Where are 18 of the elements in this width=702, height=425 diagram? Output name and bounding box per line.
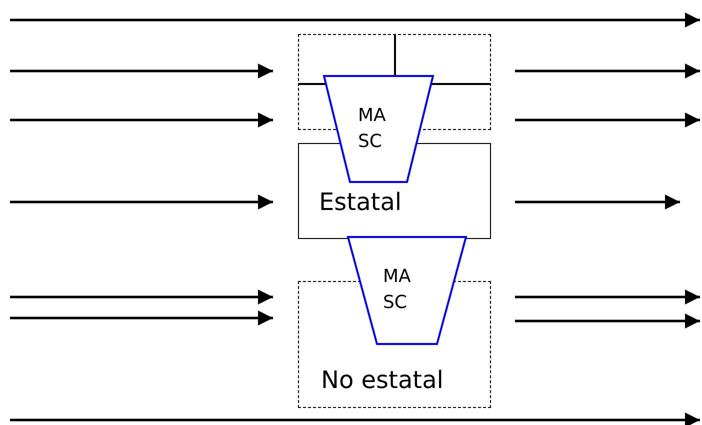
- arrow: [515, 64, 700, 78]
- arrow: [515, 314, 700, 328]
- box-label: No estatal: [321, 366, 444, 394]
- shape-label: MA SC: [358, 104, 387, 154]
- trapezoid-shape: [347, 236, 467, 345]
- arrow: [10, 112, 273, 128]
- dashed-box: [298, 281, 491, 408]
- shape-label: MA SC: [383, 265, 412, 315]
- arrow: [515, 112, 700, 128]
- box-label: Estatal: [319, 188, 402, 216]
- arrow: [10, 290, 273, 304]
- connector-line: [394, 35, 396, 75]
- trapezoid-shape: [323, 75, 434, 183]
- arrow: [10, 194, 273, 210]
- arrow: [10, 64, 273, 78]
- arrow: [10, 310, 273, 326]
- arrow: [515, 194, 680, 210]
- arrow: [515, 290, 700, 304]
